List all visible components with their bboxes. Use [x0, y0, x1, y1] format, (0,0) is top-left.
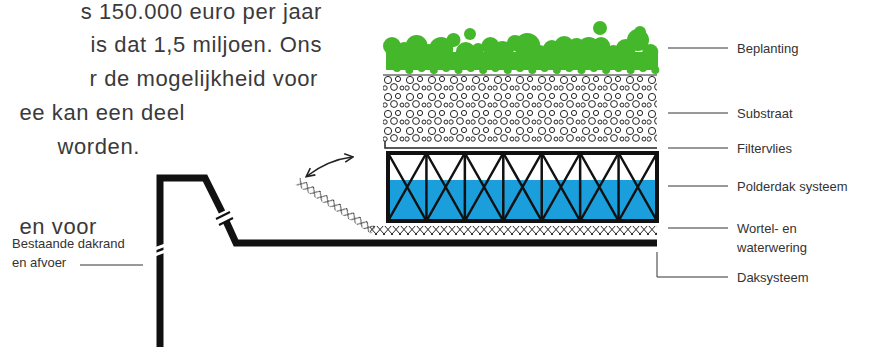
root-barrier: [370, 226, 657, 235]
substrate: [383, 76, 657, 142]
paragraph-fragment: s 150.000 euro per jaar: [81, 0, 322, 26]
layer-label: Beplanting: [737, 39, 798, 58]
part-label: Bestaande dakrand en afvoer: [12, 234, 136, 272]
break-marks: [216, 212, 233, 225]
polderdak-box: [388, 153, 657, 221]
substrate-edge: [383, 75, 657, 76]
leader-lines: [80, 48, 728, 277]
paragraph-fragment: is dat 1,5 miljoen. Ons: [91, 31, 322, 59]
layer-label: Daksysteem: [737, 268, 809, 287]
paragraph-fragment: ee kan een deel: [19, 99, 185, 127]
fold-arrow: [307, 157, 352, 176]
crate-grid: [388, 153, 657, 221]
layer-label: Filtervlies: [737, 139, 792, 158]
planting: [383, 21, 659, 74]
root-barrier: [296, 178, 376, 234]
break-marks: [152, 244, 168, 256]
roof-edge: [160, 178, 657, 347]
paragraph-fragment: worden.: [58, 133, 140, 161]
layer-label: Substraat: [737, 104, 793, 123]
layer-label: Wortel- en waterwering: [737, 219, 837, 257]
paragraph-fragment: r de mogelijkheid voor: [90, 65, 318, 93]
layer-label: Polderdak systeem: [737, 177, 848, 196]
